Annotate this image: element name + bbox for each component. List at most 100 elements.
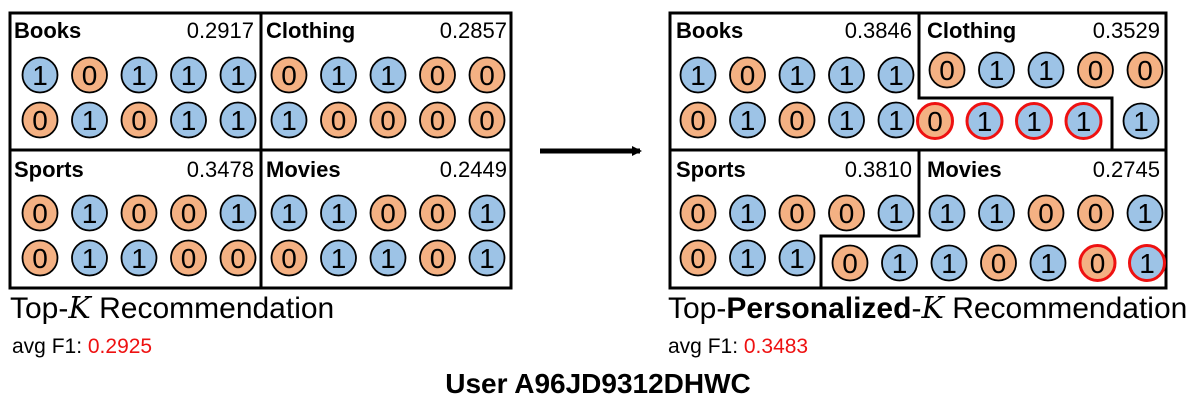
left-movies-row1-item-3: 0 (419, 194, 456, 232)
right-books-row2-item-1: 1 (729, 101, 766, 139)
left-books-row2-item-1: 1 (71, 101, 108, 139)
right-movies-row1-item-4: 1 (1126, 194, 1164, 232)
svg-text:0: 0 (690, 198, 706, 229)
svg-text:1: 1 (989, 198, 1005, 229)
right-movies-title: Movies (927, 157, 1002, 182)
user-id-label: User A96JD9312DHWC (445, 368, 751, 399)
left-books-row2-item-2: 0 (120, 101, 158, 139)
right-sports-title: Sports (676, 157, 746, 182)
right-movies-row2-item-0: 0 (831, 244, 869, 282)
svg-text:1: 1 (989, 55, 1005, 86)
svg-text:0: 0 (690, 243, 706, 274)
left-avg-f1: avg F1: 0.2925 (12, 335, 153, 358)
svg-text:1: 1 (740, 198, 756, 229)
left-sports-row1-item-0: 0 (21, 194, 59, 232)
svg-text:1: 1 (888, 60, 904, 91)
left-sports-row2-item-1: 1 (71, 239, 108, 277)
svg-text:0: 0 (991, 248, 1007, 279)
svg-text:0: 0 (230, 243, 246, 274)
left-sports-score: 0.3478 (187, 157, 254, 182)
right-clothing-score: 0.3529 (1093, 18, 1160, 43)
svg-text:0: 0 (32, 243, 48, 274)
svg-text:1: 1 (32, 60, 48, 91)
svg-text:1: 1 (789, 243, 805, 274)
svg-text:0: 0 (479, 105, 495, 136)
right-bottom-boundary (819, 150, 921, 288)
right-movies-row1-item-0: 1 (928, 194, 966, 232)
svg-text:1: 1 (1038, 55, 1054, 86)
left-books-score: 0.2917 (187, 18, 254, 43)
svg-text:1: 1 (331, 243, 347, 274)
right-movies-row2-item-3: 0 (980, 244, 1017, 282)
left-movies-score: 0.2449 (440, 157, 507, 182)
left-clothing-score: 0.2857 (440, 18, 507, 43)
svg-text:0: 0 (32, 105, 48, 136)
right-caption: Top-Personalized-K Recommendation (668, 291, 1188, 326)
svg-text:1: 1 (230, 105, 246, 136)
right-movies-row2-item-4: 1 (1029, 244, 1067, 282)
svg-text:0: 0 (690, 105, 706, 136)
svg-text:0: 0 (430, 243, 446, 274)
left-sports-row2-item-0: 0 (21, 239, 59, 277)
left-caption: Top-K Recommendation (10, 291, 335, 326)
right-clothing-title: Clothing (927, 18, 1016, 43)
svg-text:0: 0 (1038, 198, 1054, 229)
right-clothing-row2-item-1: 1 (965, 102, 1004, 140)
svg-text:0: 0 (430, 198, 446, 229)
left-clothing-row2-item-0: 1 (270, 101, 308, 139)
svg-text:1: 1 (1040, 248, 1056, 279)
svg-text:1: 1 (740, 243, 756, 274)
left-clothing-row2-item-1: 0 (320, 101, 357, 139)
left-clothing-row1-item-4: 0 (468, 56, 506, 94)
left-clothing-row2-item-3: 0 (419, 101, 456, 139)
svg-text:1: 1 (479, 243, 495, 274)
svg-text:0: 0 (1088, 55, 1104, 86)
right-avg-f1: avg F1: 0.3483 (668, 335, 809, 358)
right-books-row2-item-4: 1 (877, 101, 915, 139)
svg-text:1: 1 (181, 60, 197, 91)
svg-text:0: 0 (181, 243, 197, 274)
svg-text:1: 1 (892, 248, 908, 279)
svg-text:0: 0 (789, 105, 805, 136)
left-books-row1-item-4: 1 (219, 56, 257, 94)
svg-text:1: 1 (331, 198, 347, 229)
svg-text:0: 0 (380, 198, 396, 229)
right-top-boundary (917, 13, 1114, 150)
svg-text:1: 1 (281, 198, 297, 229)
svg-text:0: 0 (331, 105, 347, 136)
svg-text:1: 1 (1137, 198, 1153, 229)
left-clothing-row1-item-2: 1 (369, 56, 407, 94)
right-clothing-row1-item-3: 0 (1077, 51, 1114, 89)
right-movies-row2-item-5: 0 (1078, 244, 1117, 282)
left-books-row2-item-3: 1 (170, 101, 207, 139)
svg-text:0: 0 (32, 198, 48, 229)
svg-text:1: 1 (1026, 106, 1042, 137)
left-movies-row1-item-2: 0 (369, 194, 407, 232)
svg-text:1: 1 (977, 106, 993, 137)
left-clothing-row1-item-0: 0 (270, 56, 308, 94)
svg-text:0: 0 (927, 106, 943, 137)
svg-text:1: 1 (380, 60, 396, 91)
left-books-row1-item-1: 0 (71, 56, 108, 94)
svg-text:0: 0 (939, 55, 955, 86)
right-books-row2-item-2: 0 (778, 101, 816, 139)
svg-text:1: 1 (1133, 106, 1149, 137)
svg-text:1: 1 (740, 105, 756, 136)
svg-text:1: 1 (888, 198, 904, 229)
svg-text:0: 0 (479, 60, 495, 91)
left-sports-title: Sports (14, 157, 84, 182)
svg-text:0: 0 (131, 105, 147, 136)
left-sports-row1-item-1: 1 (71, 194, 108, 232)
right-books-row2-item-0: 0 (679, 101, 717, 139)
left-clothing-row1-item-3: 0 (419, 56, 456, 94)
right-books-score: 0.3846 (845, 18, 912, 43)
svg-text:0: 0 (740, 60, 756, 91)
svg-text:0: 0 (1088, 198, 1104, 229)
svg-text:1: 1 (82, 198, 98, 229)
right-sports-row1-item-2: 0 (778, 194, 816, 232)
